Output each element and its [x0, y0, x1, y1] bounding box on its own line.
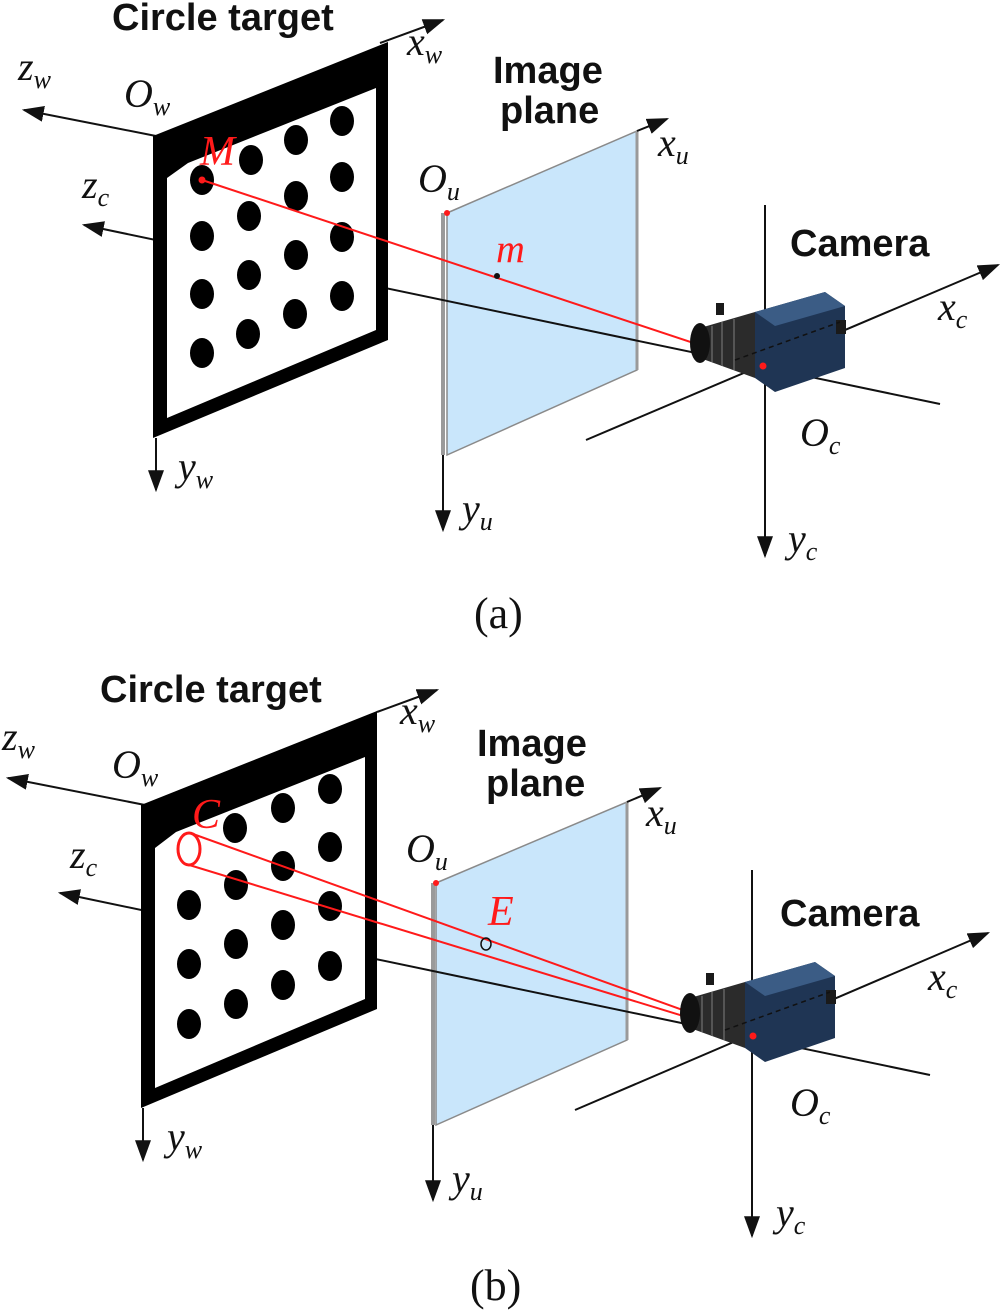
image-x-label: xu: [657, 120, 689, 170]
plane-title-line2: plane: [486, 763, 585, 805]
plane-title-line1: Image: [477, 723, 587, 765]
camera-icon: [680, 962, 836, 1062]
world-z-label: zw: [1, 714, 36, 764]
image-point-label: m: [496, 226, 525, 271]
image-origin-label: Ou: [418, 156, 460, 206]
circle-target-board: [141, 711, 377, 1108]
camera-title: Camera: [780, 893, 920, 935]
world-point-marker: [198, 176, 206, 184]
circle-target-board: [153, 42, 388, 438]
world-origin-label: Ow: [124, 71, 171, 121]
panel-b: Circle target Image plane Camera zw Ow x…: [1, 669, 991, 1310]
world-x-label: xw: [406, 19, 443, 69]
world-x-axis: [376, 689, 440, 713]
world-z-axis: [5, 773, 146, 806]
image-origin-marker: [444, 210, 450, 216]
camera-z-label: zc: [81, 162, 110, 212]
camera-origin-marker: [759, 362, 767, 370]
world-origin-label: Ow: [112, 742, 159, 792]
image-point-marker: [494, 273, 500, 279]
camera-y-label: yc: [772, 1190, 806, 1240]
camera-title: Camera: [790, 223, 930, 265]
plane-title-line2: plane: [500, 90, 599, 132]
camera-y-label: yc: [784, 516, 818, 566]
world-circle-label: C: [192, 792, 221, 838]
image-origin-label: Ou: [406, 826, 448, 876]
camera-x-label: xc: [927, 954, 958, 1004]
caption-a: (a): [474, 589, 523, 638]
projection-cone-lower: [185, 863, 753, 1038]
camera-origin-label: Oc: [800, 410, 841, 460]
plane-title-line1: Image: [493, 50, 603, 92]
camera-icon: [690, 292, 846, 392]
image-x-label: xu: [645, 790, 677, 840]
target-title: Circle target: [100, 669, 322, 711]
projection-cone-upper: [192, 833, 756, 1037]
camera-x-label: xc: [937, 284, 968, 334]
image-y-label: yu: [448, 1156, 483, 1206]
image-y-label: yu: [458, 486, 493, 536]
projection-ray: [201, 179, 764, 367]
camera-origin-marker: [749, 1032, 757, 1040]
camera-origin-label: Oc: [790, 1080, 831, 1130]
camera-z-label: zc: [69, 832, 98, 882]
image-ellipse-label: E: [487, 889, 514, 935]
target-title: Circle target: [112, 0, 334, 39]
world-y-label: yw: [163, 1114, 203, 1164]
world-x-label: xw: [399, 688, 436, 738]
world-z-axis: [21, 105, 157, 137]
image-ellipse-marker: [480, 937, 492, 951]
image-plane: [435, 800, 628, 1127]
caption-b: (b): [470, 1261, 521, 1310]
world-y-label: yw: [174, 444, 214, 494]
image-origin-marker: [433, 880, 439, 886]
image-x-axis: [626, 787, 663, 804]
world-z-label: zw: [17, 44, 52, 94]
target-dots: [190, 106, 354, 368]
panel-a: Circle target Image plane Camera zw Ow x…: [17, 0, 1001, 638]
world-x-axis: [379, 19, 446, 44]
image-x-axis: [636, 118, 670, 134]
world-point-label: M: [199, 129, 237, 175]
